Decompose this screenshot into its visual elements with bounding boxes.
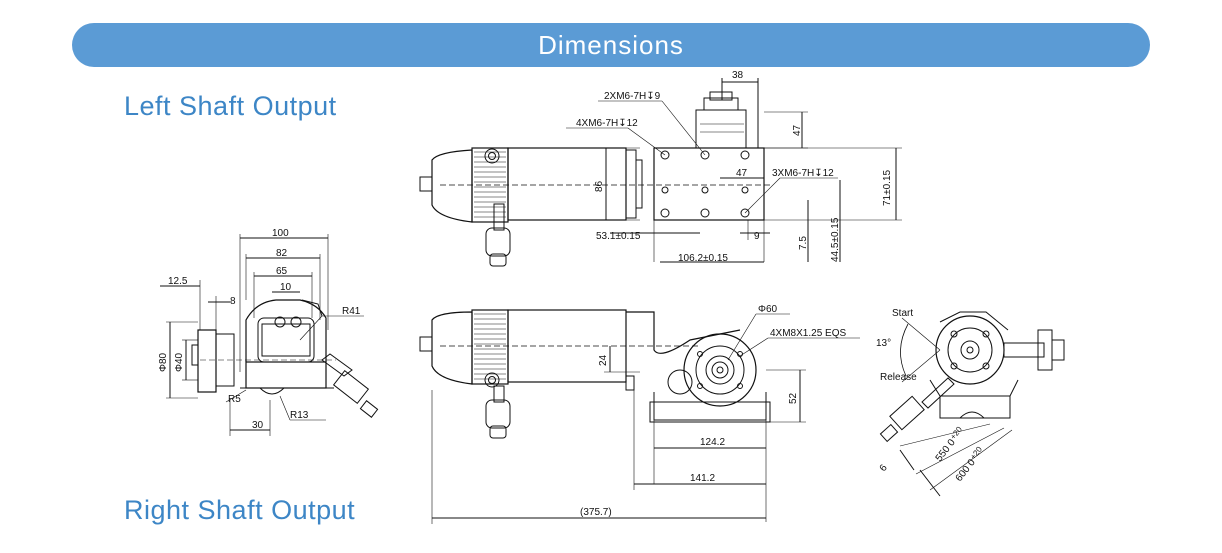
side-view [419, 309, 860, 524]
header-banner: Dimensions [72, 23, 1150, 67]
dim-30: 30 [252, 420, 264, 431]
dim-10: 10 [280, 282, 292, 293]
left-shaft-output-title: Left Shaft Output [124, 91, 337, 121]
rotation-view [879, 311, 1065, 497]
dim-hole-3xm6: 3XM6-7H↧12 [772, 168, 834, 179]
dim-phi60: Φ60 [758, 304, 778, 315]
dim-141-2: 141.2 [690, 473, 715, 484]
dim-9: 9 [754, 231, 760, 242]
dim-38: 38 [732, 70, 744, 81]
dim-phi40: Φ40 [174, 352, 185, 372]
dim-12-5: 12.5 [168, 276, 188, 287]
dim-47-horizontal: 47 [736, 168, 748, 179]
dim-hole-2xm6: 2XM6-7H↧9 [604, 91, 661, 102]
dim-8: 8 [230, 296, 236, 307]
dim-r41: R41 [342, 306, 361, 317]
dim-52: 52 [788, 392, 799, 404]
dim-71: 71±0.15 [882, 169, 893, 206]
dim-hole-4xm6: 4XM6-7H↧12 [576, 118, 638, 129]
label-release: Release [880, 372, 917, 383]
dim-375-7: (375.7) [580, 507, 612, 518]
label-angle: 13° [876, 338, 891, 349]
dim-7-5: 7.5 [798, 236, 809, 250]
dim-124-2: 124.2 [700, 437, 725, 448]
top-view [419, 78, 902, 267]
dim-24: 24 [598, 354, 609, 366]
end-view [160, 234, 379, 436]
dim-600-tolerance: +20 [968, 445, 984, 462]
dim-r13: R13 [290, 410, 309, 421]
dim-550-tolerance: +20 [948, 425, 964, 442]
dim-6: 6 [878, 462, 890, 474]
dim-44-5: 44.5±0.15 [830, 217, 841, 262]
dim-bolt-pattern: 4XM8X1.25 EQS [770, 328, 846, 339]
page-title: Dimensions [538, 29, 684, 60]
dim-86: 86 [594, 180, 605, 192]
dim-82: 82 [276, 248, 288, 259]
dim-r5: R5 [228, 394, 241, 405]
dim-53-1: 53.1±0.15 [596, 231, 641, 242]
dim-phi80: Φ80 [158, 352, 169, 372]
right-shaft-output-title: Right Shaft Output [124, 495, 356, 525]
label-start: Start [892, 308, 913, 319]
dim-106-2: 106.2±0.15 [678, 253, 728, 264]
dim-65: 65 [276, 266, 288, 277]
dim-100: 100 [272, 228, 289, 239]
dim-47-vertical: 47 [792, 124, 803, 136]
